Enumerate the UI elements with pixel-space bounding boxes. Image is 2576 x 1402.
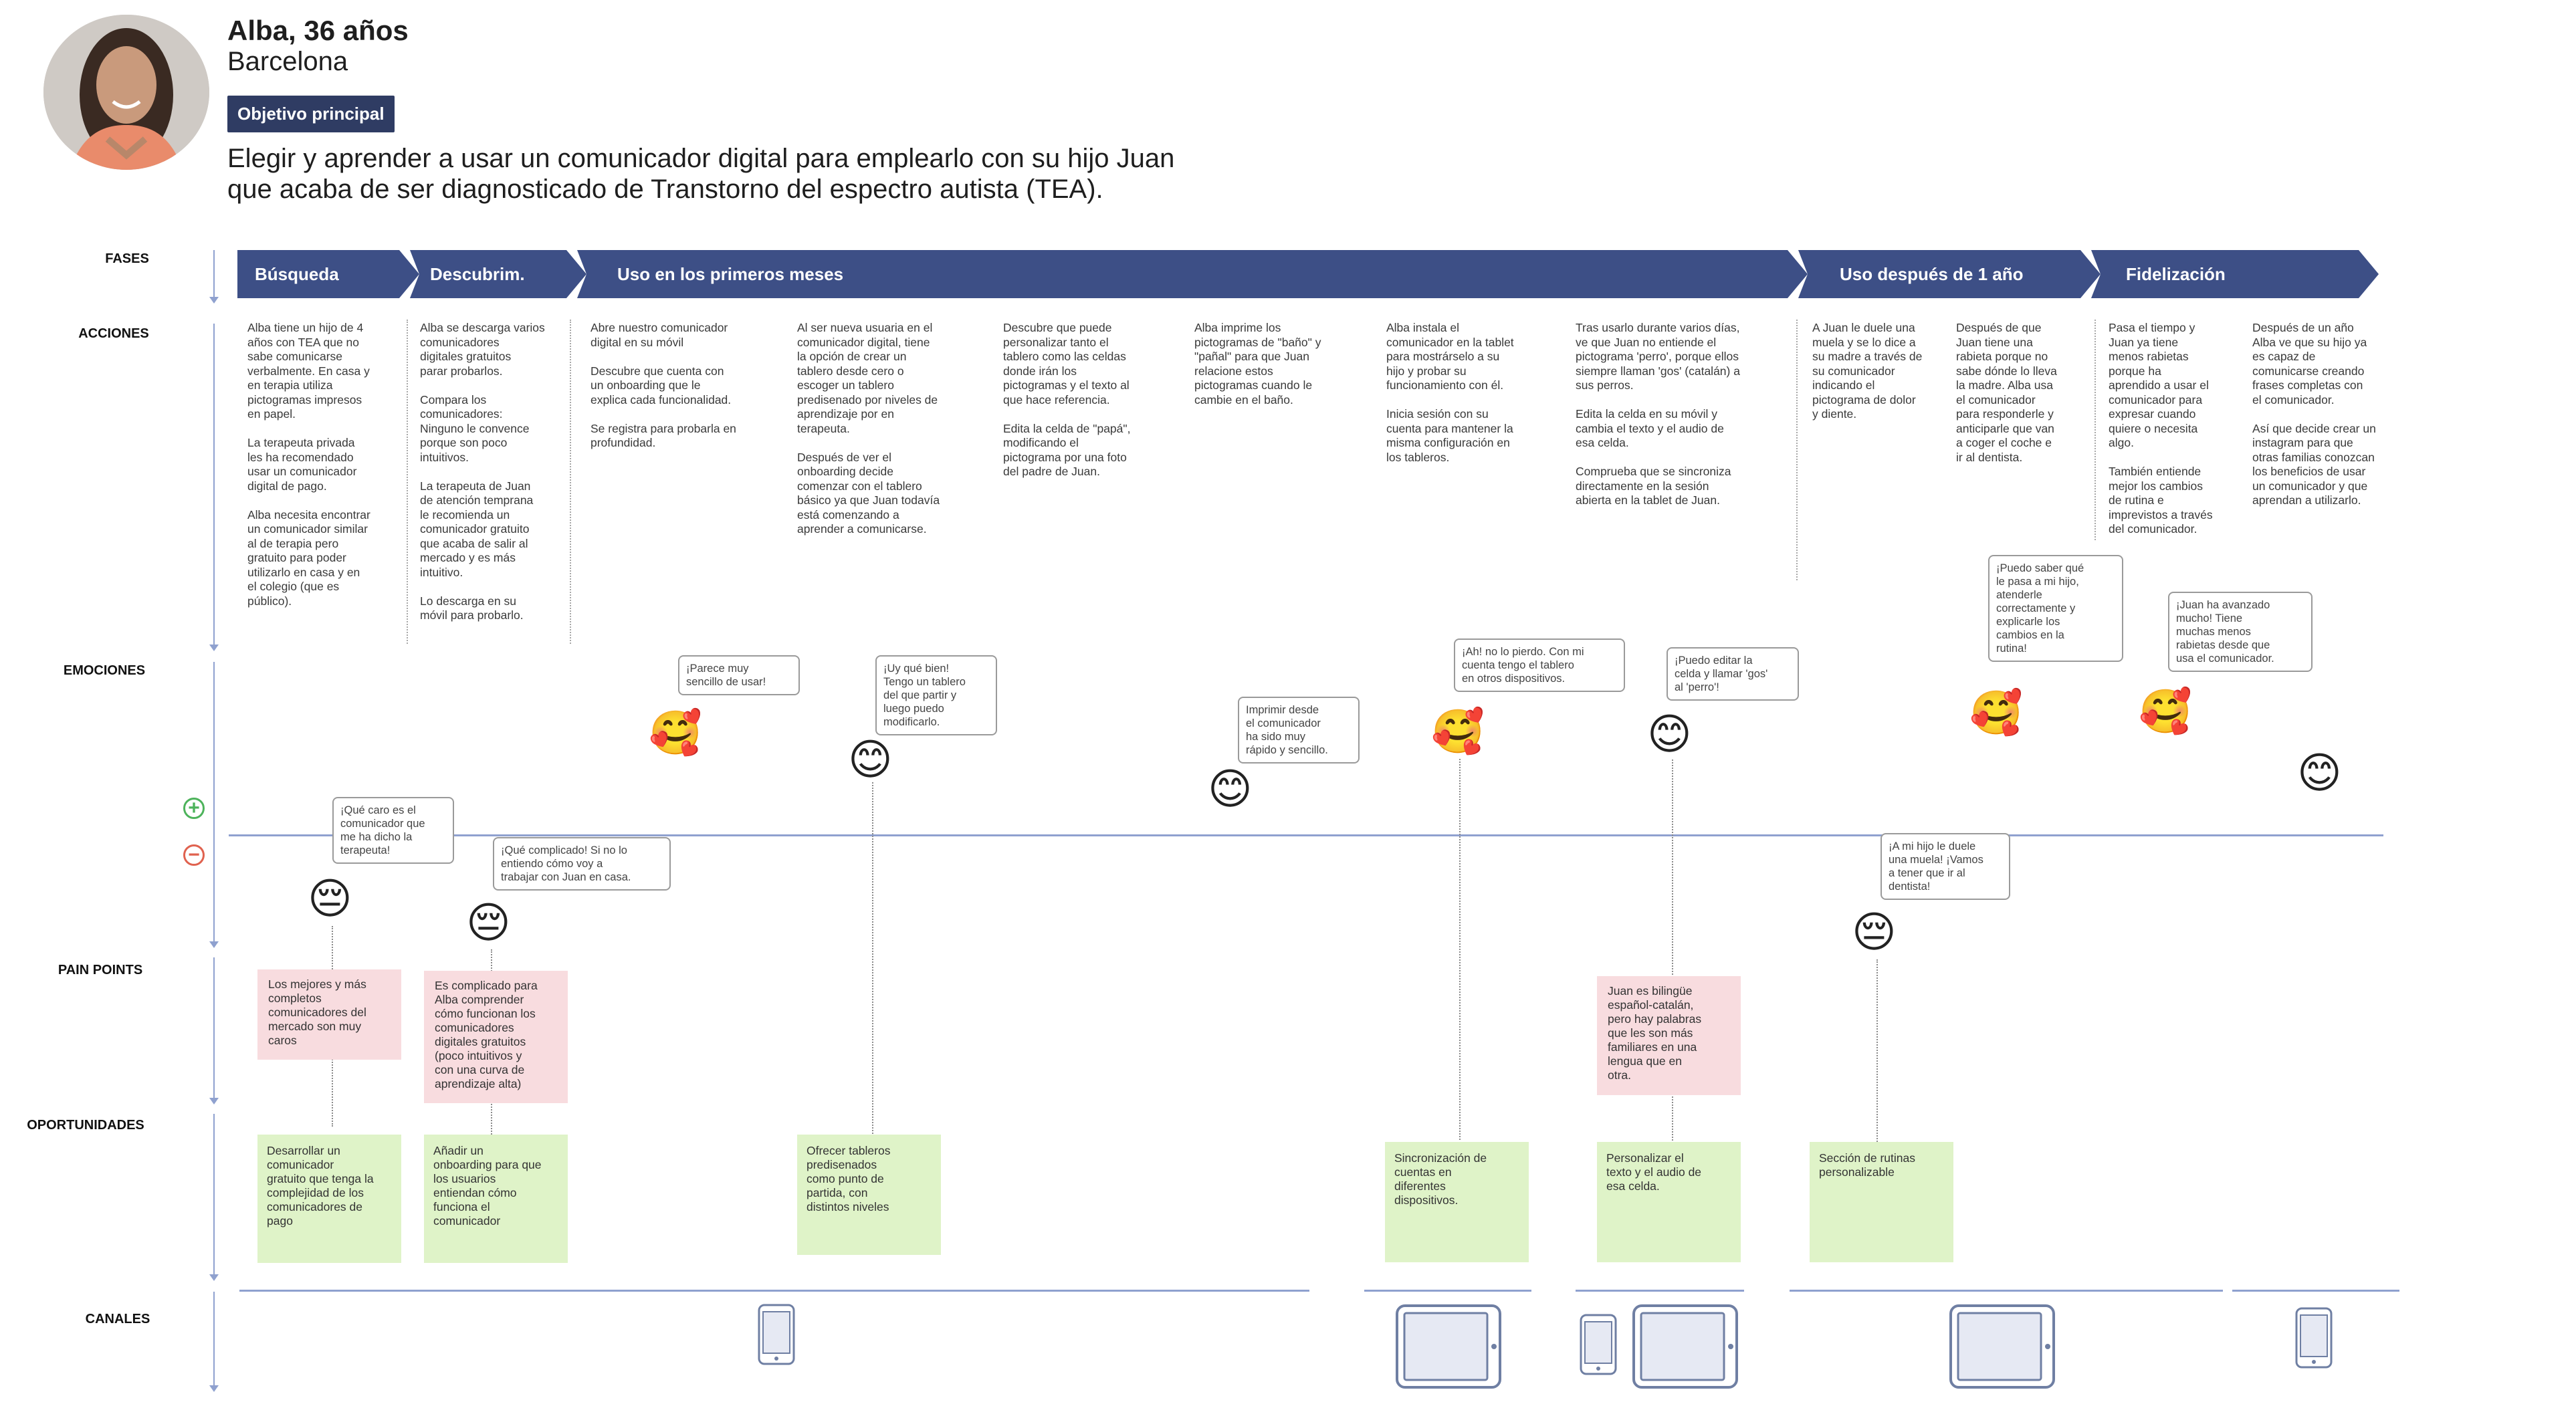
heart-face-icon: 🥰 xyxy=(2139,687,2192,737)
phase-divider xyxy=(570,320,571,644)
sad-face-icon: 😔 xyxy=(466,899,511,948)
emotion-quote: ¡Parece muy sencillo de usar! xyxy=(678,655,800,695)
phase-busqueda: Búsqueda xyxy=(237,250,419,298)
phase-divider xyxy=(1796,320,1798,580)
heart-face-icon: 🥰 xyxy=(1431,707,1485,757)
row-label-fases: FASES xyxy=(105,251,149,266)
axis-oportunidades xyxy=(213,1114,215,1274)
row-label-pain-points: PAIN POINTS xyxy=(58,963,143,977)
action-card: Al ser nueva usuaria en el comunicador d… xyxy=(797,321,940,536)
axis-fases xyxy=(213,250,215,297)
persona-name: Alba, 36 años xyxy=(227,15,409,46)
channel-line xyxy=(239,1290,1309,1292)
axis-arrow xyxy=(209,1385,219,1392)
action-card: Después de que Juan tiene una rabieta po… xyxy=(1956,321,2057,464)
action-card: Alba tiene un hijo de 4 años con TEA que… xyxy=(247,321,370,608)
axis-arrow xyxy=(209,941,219,948)
channel-line xyxy=(2232,1290,2399,1292)
row-label-emociones: EMOCIONES xyxy=(63,663,146,678)
opportunity-card: Sincronización de cuentas en diferentes … xyxy=(1385,1142,1529,1262)
phone-icon xyxy=(2295,1307,2333,1372)
sad-face-icon: 😔 xyxy=(1852,908,1897,957)
heart-face-icon: 🥰 xyxy=(1969,689,2023,738)
axis-arrow xyxy=(209,1098,219,1104)
opportunity-card: Personalizar el texto y el audio de esa … xyxy=(1597,1142,1741,1262)
phase-divider xyxy=(2095,320,2096,540)
phase-descubrimiento: Descubrim. xyxy=(410,250,586,298)
opportunity-card: Ofrecer tableros predisenados como punto… xyxy=(797,1135,941,1255)
action-card: Descubre que puede personalizar tanto el… xyxy=(1003,321,1131,478)
axis-emociones xyxy=(213,662,215,941)
action-card: Pasa el tiempo y Juan ya tiene menos rab… xyxy=(2109,321,2213,536)
tablet-icon xyxy=(1949,1304,2056,1393)
phase-fidelizacion: Fidelización xyxy=(2091,250,2379,298)
emotion-quote: ¡A mi hijo le duele una muela! ¡Vamos a … xyxy=(1881,833,2010,900)
sad-face-icon: 😔 xyxy=(308,874,352,924)
action-card: Tras usarlo durante varios días, ve que … xyxy=(1576,321,1740,507)
emotion-quote: ¡Puedo saber qué le pasa a mi hijo, aten… xyxy=(1988,555,2123,662)
tablet-icon xyxy=(1632,1304,1739,1393)
emotion-quote: ¡Qué caro es el comunicador que me ha di… xyxy=(332,797,454,864)
axis-arrow xyxy=(209,645,219,651)
action-card: Alba se descarga varios comunicadores di… xyxy=(420,321,545,622)
action-card: Alba imprime los pictogramas de "baño" y… xyxy=(1194,321,1321,406)
emotion-quote: ¡Juan ha avanzado mucho! Tiene muchas me… xyxy=(2168,592,2313,672)
heart-face-icon: 🥰 xyxy=(649,709,702,758)
tablet-icon xyxy=(1395,1304,1502,1393)
opportunity-card: Añadir un onboarding para que los usuari… xyxy=(424,1135,568,1263)
phase-divider xyxy=(407,320,408,644)
goal-text: Elegir y aprender a usar un comunicador … xyxy=(227,144,1175,204)
smile-face-icon: 😊 xyxy=(2297,749,2342,798)
connector-line xyxy=(1876,959,1878,1147)
emotion-quote: Imprimir desde el comunicador ha sido mu… xyxy=(1238,697,1360,764)
connector-line xyxy=(1672,760,1673,1141)
smile-face-icon: 😊 xyxy=(848,735,893,785)
emotion-quote: ¡Puedo editar la celdа y llamar 'gos' al… xyxy=(1667,647,1799,701)
action-card: Alba instala el comunicador en la tablet… xyxy=(1386,321,1514,464)
emotion-quote: ¡Qué complicado! Si no lo entiendo cómo … xyxy=(493,837,671,891)
connector-line xyxy=(872,782,873,1137)
connector-line xyxy=(1459,759,1461,1140)
goal-badge: Objetivo principal xyxy=(227,96,395,132)
phase-uso-primeros-meses: Uso en los primeros meses xyxy=(577,250,1808,298)
negative-icon: − xyxy=(183,844,205,866)
emotion-quote: ¡Ah! no lo pierdo. Con mi cuenta tengo e… xyxy=(1454,638,1625,692)
phase-uso-despues-1-ano: Uso después de 1 año xyxy=(1798,250,2101,298)
axis-pain xyxy=(213,957,215,1098)
smile-face-icon: 😊 xyxy=(1208,765,1253,814)
persona-avatar xyxy=(43,15,209,170)
pain-point-card: Juan es bilingüe español-catalán, pero h… xyxy=(1597,976,1741,1095)
action-card: A Juan le duele una muela y se lo dice a… xyxy=(1812,321,1923,421)
persona-photo-icon xyxy=(43,15,209,170)
row-label-canales: CANALES xyxy=(85,1312,150,1326)
opportunity-card: Desarrollar un comunicador gratuito que … xyxy=(257,1135,401,1263)
axis-arrow xyxy=(209,1274,219,1281)
row-label-acciones: ACCIONES xyxy=(78,326,149,341)
channel-line xyxy=(1790,1290,2223,1292)
channel-line xyxy=(1576,1290,1744,1292)
action-card: Abre nuestro comunicador digital en su m… xyxy=(591,321,736,449)
emotion-quote: ¡Uy qué bien! Tengo un tablero del que p… xyxy=(875,655,997,735)
axis-arrow xyxy=(209,297,219,304)
pain-point-card: Los mejores y más completos comunicadore… xyxy=(257,969,401,1060)
pain-point-card: Es complicado para Alba comprender cómo … xyxy=(424,971,568,1103)
persona-city: Barcelona xyxy=(227,47,348,76)
axis-canales xyxy=(213,1292,215,1385)
phone-icon xyxy=(1580,1314,1617,1379)
action-card: Después de un año Alba ve que su hijo ya… xyxy=(2252,321,2376,507)
positive-icon: + xyxy=(183,798,205,819)
axis-acciones xyxy=(213,324,215,645)
channel-line xyxy=(1364,1290,1531,1292)
emotion-baseline xyxy=(229,834,2383,836)
smile-face-icon: 😊 xyxy=(1647,710,1692,760)
opportunity-card: Sección de rutinas personalizable xyxy=(1810,1142,1953,1262)
row-label-oportunidades: OPORTUNIDADES xyxy=(27,1118,144,1133)
phone-icon xyxy=(758,1304,795,1369)
